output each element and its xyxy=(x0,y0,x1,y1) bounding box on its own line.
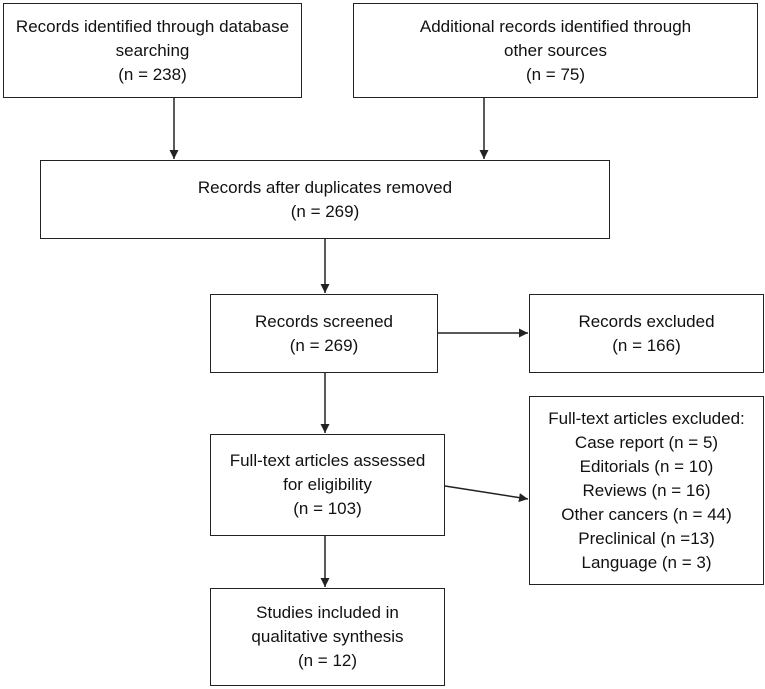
box-count: (n = 75) xyxy=(525,64,586,84)
box-text-line: for eligibility xyxy=(283,475,372,494)
box-records-after-duplicates-removed: Records after duplicates removed (n = 26… xyxy=(40,160,610,239)
box-text-line: Records after duplicates removed xyxy=(197,177,453,197)
box-records-identified-other-sources: Additional records identified through ot… xyxy=(353,3,758,98)
box-count: (n = 238) xyxy=(118,64,187,84)
box-text-line: Records excluded xyxy=(578,311,715,331)
box-text-line: Records screened xyxy=(255,311,393,331)
exclusion-reason: Case report (n = 5) xyxy=(574,432,719,452)
box-fulltext-assessed: Full-text articles assessed for eligibil… xyxy=(210,434,445,536)
box-text-line: Full-text articles excluded: xyxy=(548,408,745,428)
box-text-line: other sources xyxy=(504,40,607,60)
box-records-screened: Records screened (n = 269) xyxy=(210,294,438,373)
box-text-line: Full-text articles assessed xyxy=(229,451,426,470)
box-text-line: qualitative synthesis xyxy=(251,627,404,646)
exclusion-reason: Other cancers (n = 44) xyxy=(561,504,732,524)
box-text-line: Studies included in xyxy=(256,603,399,622)
box-records-identified-database: Records identified through database sear… xyxy=(3,3,302,98)
box-fulltext-excluded: Full-text articles excluded: Case report… xyxy=(529,396,764,585)
box-count: (n = 12) xyxy=(297,651,358,670)
box-count: (n = 269) xyxy=(290,201,360,221)
box-text-line: Records identified through database xyxy=(15,16,290,36)
exclusion-reason: Language (n = 3) xyxy=(581,552,712,572)
box-text-line: searching xyxy=(115,40,190,60)
arrow-fulltext-to-excluded xyxy=(444,485,529,503)
exclusion-reason: Preclinical (n =13) xyxy=(578,528,715,548)
box-studies-included: Studies included in qualitative synthesi… xyxy=(210,588,445,686)
box-text-line: Additional records identified through xyxy=(419,16,692,36)
exclusion-reason: Reviews (n = 16) xyxy=(582,480,711,500)
exclusion-reason: Editorials (n = 10) xyxy=(579,456,714,476)
box-count: (n = 166) xyxy=(612,335,681,355)
box-count: (n = 269) xyxy=(289,335,359,355)
box-count: (n = 103) xyxy=(293,499,362,518)
box-records-excluded: Records excluded (n = 166) xyxy=(529,294,764,373)
